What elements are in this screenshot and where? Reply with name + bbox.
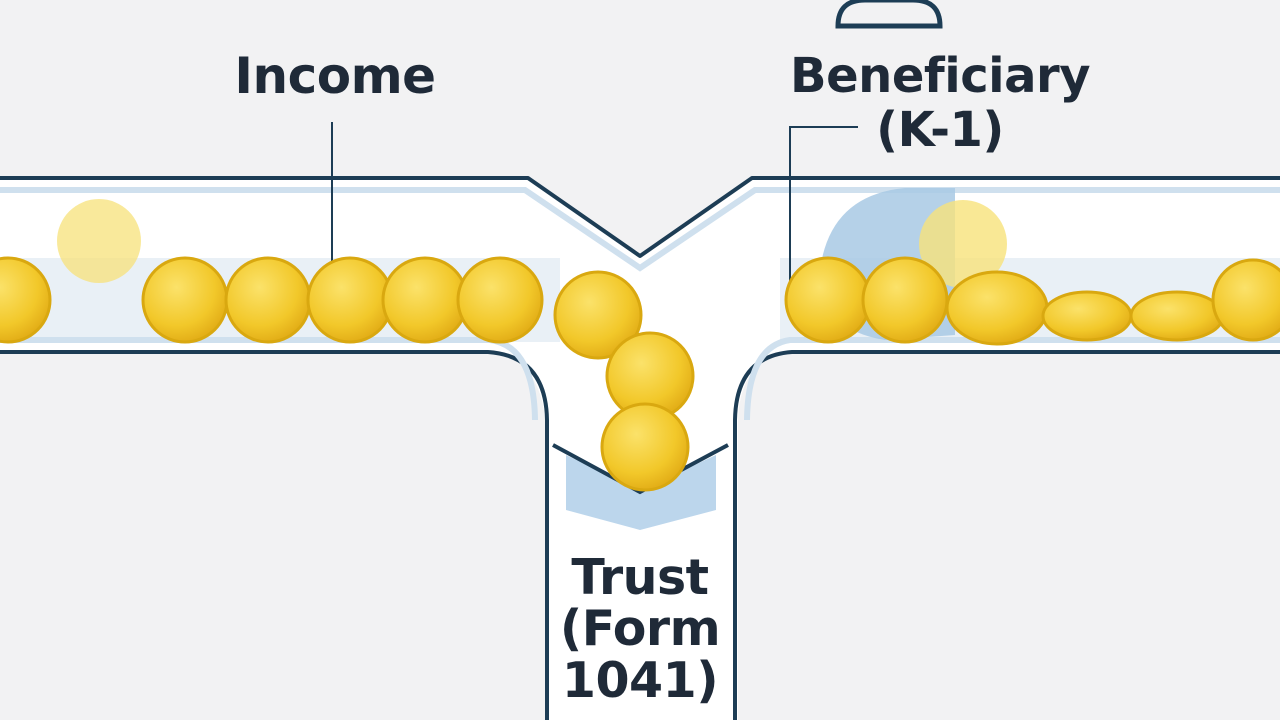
trust-label-line3: 1041): [561, 651, 719, 709]
trust-funnel-edge: [552, 443, 729, 495]
beneficiary-label: Beneficiary (K-1): [760, 48, 1120, 158]
beneficiary-coins: [784, 256, 1280, 346]
coin-icon: [861, 256, 949, 344]
coin-icon: [553, 270, 643, 360]
pipe-outline: [0, 176, 1280, 720]
beneficiary-leader-line: [789, 126, 858, 292]
coin-icon: [1041, 290, 1133, 342]
trust-label-line1: Trust: [571, 549, 709, 606]
coin-icon: [600, 402, 690, 492]
coin-icon: [1129, 290, 1225, 342]
trust-label-line2: (Form: [559, 600, 721, 658]
bell-icon: [835, 0, 943, 29]
coin-icon: [945, 270, 1049, 346]
coin-icon: [57, 199, 141, 283]
trust-label: Trust (Form 1041): [530, 549, 750, 709]
coin-icon: [919, 200, 1007, 288]
coin-icon: [0, 256, 52, 344]
beneficiary-label-line2: (K-1): [876, 101, 1004, 158]
coin-icon: [306, 256, 394, 344]
coin-icon: [784, 256, 872, 344]
income-label: Income: [234, 47, 436, 105]
income-coins: [0, 256, 695, 492]
coin-icon: [381, 256, 469, 344]
coin-icon: [141, 256, 229, 344]
coin-icon: [1211, 258, 1280, 342]
coin-icon: [224, 256, 312, 344]
coin-icon: [456, 256, 544, 344]
beneficiary-label-line1: Beneficiary: [790, 48, 1090, 104]
